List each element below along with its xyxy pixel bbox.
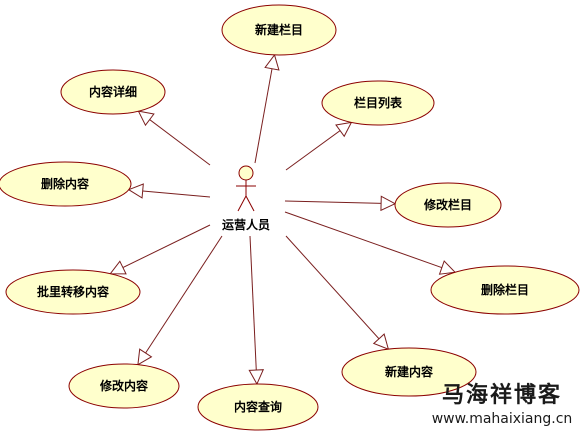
use-case-delete-content: 删除内容 (0, 161, 132, 207)
arrowhead-edit-content (137, 348, 153, 366)
watermark-title: 马海祥博客 (442, 382, 562, 408)
use-case-label-batch-move-content: 批里转移内容 (37, 284, 109, 299)
use-case-edit-content: 修改内容 (68, 363, 180, 409)
use-case-ellipse-edit-column (394, 182, 502, 228)
use-case-batch-move-content: 批里转移内容 (5, 269, 141, 315)
use-case-ellipse-content-detail (60, 69, 166, 115)
actor-label: 运营人员 (222, 217, 270, 232)
use-case-edit-column: 修改栏目 (394, 182, 502, 228)
use-case-label-delete-content: 删除内容 (41, 176, 89, 191)
use-case-label-new-column: 新建栏目 (255, 22, 303, 37)
arrowhead-delete-column (438, 260, 457, 275)
use-case-ellipse-edit-content (68, 363, 180, 409)
association-line-batch-move-content (110, 224, 211, 275)
use-case-ellipse-batch-move-content (5, 269, 141, 315)
association-line-new-column (254, 54, 275, 164)
use-case-ellipse-delete-column (430, 265, 580, 315)
use-case-ellipse-new-content (341, 347, 477, 397)
association-line-content-detail (138, 110, 211, 166)
arrowhead-content-query (248, 369, 265, 386)
stick-figure-actor-icon (236, 165, 256, 212)
arrowhead-edit-column (380, 195, 397, 212)
use-case-ellipse-column-list (321, 80, 435, 126)
use-case-delete-column: 删除栏目 (430, 265, 580, 315)
association-line-delete-column (284, 211, 456, 273)
association-line-edit-column (284, 200, 396, 205)
watermark: 马海祥博客 www.mahaixiang.cn (432, 382, 573, 427)
use-case-label-edit-content: 修改内容 (99, 378, 148, 393)
use-case-content-detail: 内容详细 (60, 69, 166, 115)
association-line-edit-content (137, 235, 223, 365)
association-line-content-query (249, 235, 258, 385)
use-case-ellipse-new-column (221, 4, 337, 56)
use-case-label-column-list: 栏目列表 (354, 95, 403, 110)
association-line-new-content (285, 235, 389, 350)
use-case-label-content-query: 内容查询 (234, 399, 282, 414)
actor: 运营人员 (222, 165, 270, 232)
use-case-label-edit-column: 修改栏目 (423, 197, 472, 212)
association-lines (109, 53, 457, 386)
use-case-new-content: 新建内容 (341, 347, 477, 397)
arrowhead-column-list (335, 121, 353, 138)
use-case-ellipse-content-query (197, 383, 319, 431)
use-case-column-list: 栏目列表 (321, 80, 435, 126)
arrowhead-content-detail (137, 110, 155, 127)
arrowhead-delete-content (127, 183, 144, 199)
use-case-label-content-detail: 内容详细 (89, 84, 137, 99)
use-case-label-delete-column: 删除栏目 (481, 282, 529, 297)
use-case-ellipse-delete-content (0, 161, 132, 207)
arrowhead-batch-move-content (109, 260, 127, 275)
use-case-label-new-content: 新建内容 (385, 364, 433, 379)
arrowhead-new-column (264, 53, 280, 71)
use-case-content-query: 内容查询 (197, 383, 319, 431)
arrowhead-new-content (372, 333, 390, 350)
use-case-new-column: 新建栏目 (221, 4, 337, 56)
watermark-url: www.mahaixiang.cn (432, 411, 573, 427)
